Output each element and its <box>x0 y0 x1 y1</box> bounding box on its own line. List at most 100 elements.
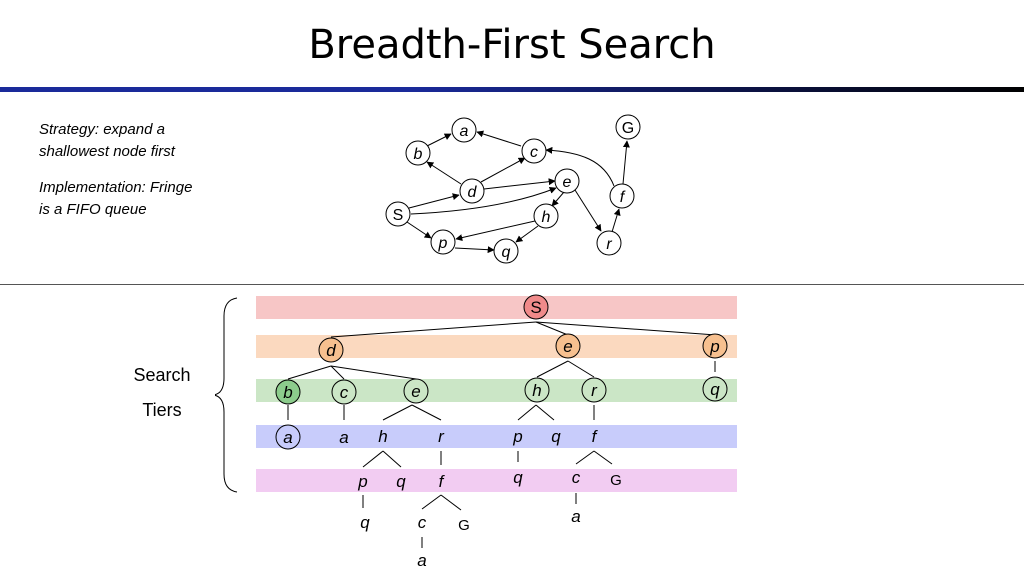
tier-band-1 <box>256 335 737 358</box>
edge-f-c <box>545 146 615 187</box>
graph-node-c <box>521 138 547 164</box>
graph-node-d-label: d <box>468 184 478 201</box>
tree-edges <box>287 321 717 548</box>
tree-node-label: G <box>458 517 470 534</box>
tree-edge <box>330 321 537 338</box>
tree-node-circle-S <box>523 294 549 320</box>
tree-node-label: f <box>592 427 599 446</box>
edge-e-r <box>574 189 602 232</box>
tree-node-label: c <box>572 468 581 487</box>
graph-node-circles <box>385 114 641 264</box>
tree-edge <box>575 450 595 465</box>
tree-node-label: q <box>710 380 720 399</box>
strategy-line-2: shallowest node first <box>39 143 175 160</box>
tree-edge <box>440 494 462 511</box>
tree-edge <box>535 321 569 336</box>
strategy-line-1: Strategy: expand a <box>39 121 165 138</box>
tree-node-label: h <box>532 381 541 400</box>
graph-node-h-label: h <box>542 209 551 226</box>
tree-node-circle-e <box>555 333 581 359</box>
graph-node-p-label: p <box>438 235 448 252</box>
edge-p-q <box>454 246 495 254</box>
tree-node-label: r <box>591 381 598 400</box>
edge-S-e <box>410 187 557 215</box>
tree-node-label: e <box>563 337 572 356</box>
tree-node-label: p <box>709 337 719 356</box>
tree-node-label: S <box>530 298 541 317</box>
tree-edge <box>382 404 413 421</box>
tree-node-label: a <box>571 507 580 526</box>
edge-h-q <box>515 225 539 243</box>
tree-node-circle-r <box>581 377 607 403</box>
tree-edge <box>287 365 332 380</box>
tree-node-label: a <box>339 428 348 447</box>
graph-node-b-label: b <box>414 146 423 163</box>
edge-e-h <box>551 191 565 207</box>
edge-d-c <box>480 157 526 183</box>
tree-node-label: G <box>610 472 622 489</box>
tree-node-label: a <box>417 551 426 570</box>
tree-node-label: r <box>438 427 445 446</box>
tree-node-label: p <box>512 427 522 446</box>
tier-label-line-1: Search <box>133 365 191 385</box>
tier-brace <box>215 297 238 493</box>
tree-edge <box>421 494 442 510</box>
tree-node-circle-c <box>331 379 357 405</box>
tree-node-label: q <box>513 468 523 487</box>
tree-edge <box>593 450 613 465</box>
graph-node-a <box>451 117 477 143</box>
tree-node-label: d <box>326 341 336 360</box>
tree-edge <box>411 404 442 421</box>
graph-node-r <box>596 230 622 256</box>
graph-node-a-label: a <box>460 123 469 140</box>
tier-band-2 <box>256 379 737 402</box>
implementation-text: Implementation: Fringe is a FIFO queue <box>39 177 259 221</box>
implementation-line-1: Implementation: Fringe <box>39 179 193 196</box>
graph-node-G <box>615 114 641 140</box>
tree-edge <box>517 404 537 421</box>
tree-node-circle-p <box>702 333 728 359</box>
section-divider <box>0 284 1024 285</box>
graph-node-G-label: G <box>622 120 634 137</box>
tier-band-0 <box>256 296 737 319</box>
implementation-line-2: is a FIFO queue <box>39 201 147 218</box>
edge-c-a <box>476 130 522 147</box>
graph-node-S <box>385 201 411 227</box>
tree-node-label: h <box>378 427 387 446</box>
graph-node-d <box>459 178 485 204</box>
tree-node-circle-q <box>702 376 728 402</box>
edge-S-p <box>406 221 432 239</box>
edge-d-b <box>426 161 462 185</box>
tree-node-label: c <box>340 383 349 402</box>
edge-d-e <box>483 178 556 190</box>
graph-node-q-label: q <box>502 244 511 261</box>
graph-node-r-label: r <box>606 236 612 253</box>
edge-f-G <box>622 140 630 185</box>
tree-node-circle-h <box>524 377 550 403</box>
slide-title: Breadth-First Search <box>308 22 716 68</box>
graph-node-f <box>609 183 635 209</box>
graph-node-e-label: e <box>563 174 572 191</box>
tree-edge <box>535 321 717 336</box>
tier-label-line-2: Tiers <box>142 400 182 420</box>
tree-edge <box>535 404 555 421</box>
tree-edge <box>330 365 345 380</box>
edge-h-p <box>455 220 536 242</box>
tree-edge <box>536 360 569 378</box>
tree-node-label: f <box>439 472 446 491</box>
graph-node-p <box>430 229 456 255</box>
tree-node-label: q <box>396 472 406 491</box>
tree-edge <box>330 365 417 380</box>
tree-node-label: q <box>551 427 561 446</box>
graph-node-b <box>405 140 431 166</box>
tier-band-4 <box>256 469 737 492</box>
tree-edge <box>362 450 384 468</box>
tree-node-label: c <box>418 513 427 532</box>
edge-r-f <box>611 208 621 233</box>
tree-node-circle-d <box>318 337 344 363</box>
tree-node-label: e <box>411 382 420 401</box>
tree-node-circle-a <box>275 424 301 450</box>
tree-edge <box>567 360 595 378</box>
tree-node-label: b <box>283 383 292 402</box>
search-tree: S d e p b c e h r q a a h r p q f p q f … <box>215 294 737 570</box>
